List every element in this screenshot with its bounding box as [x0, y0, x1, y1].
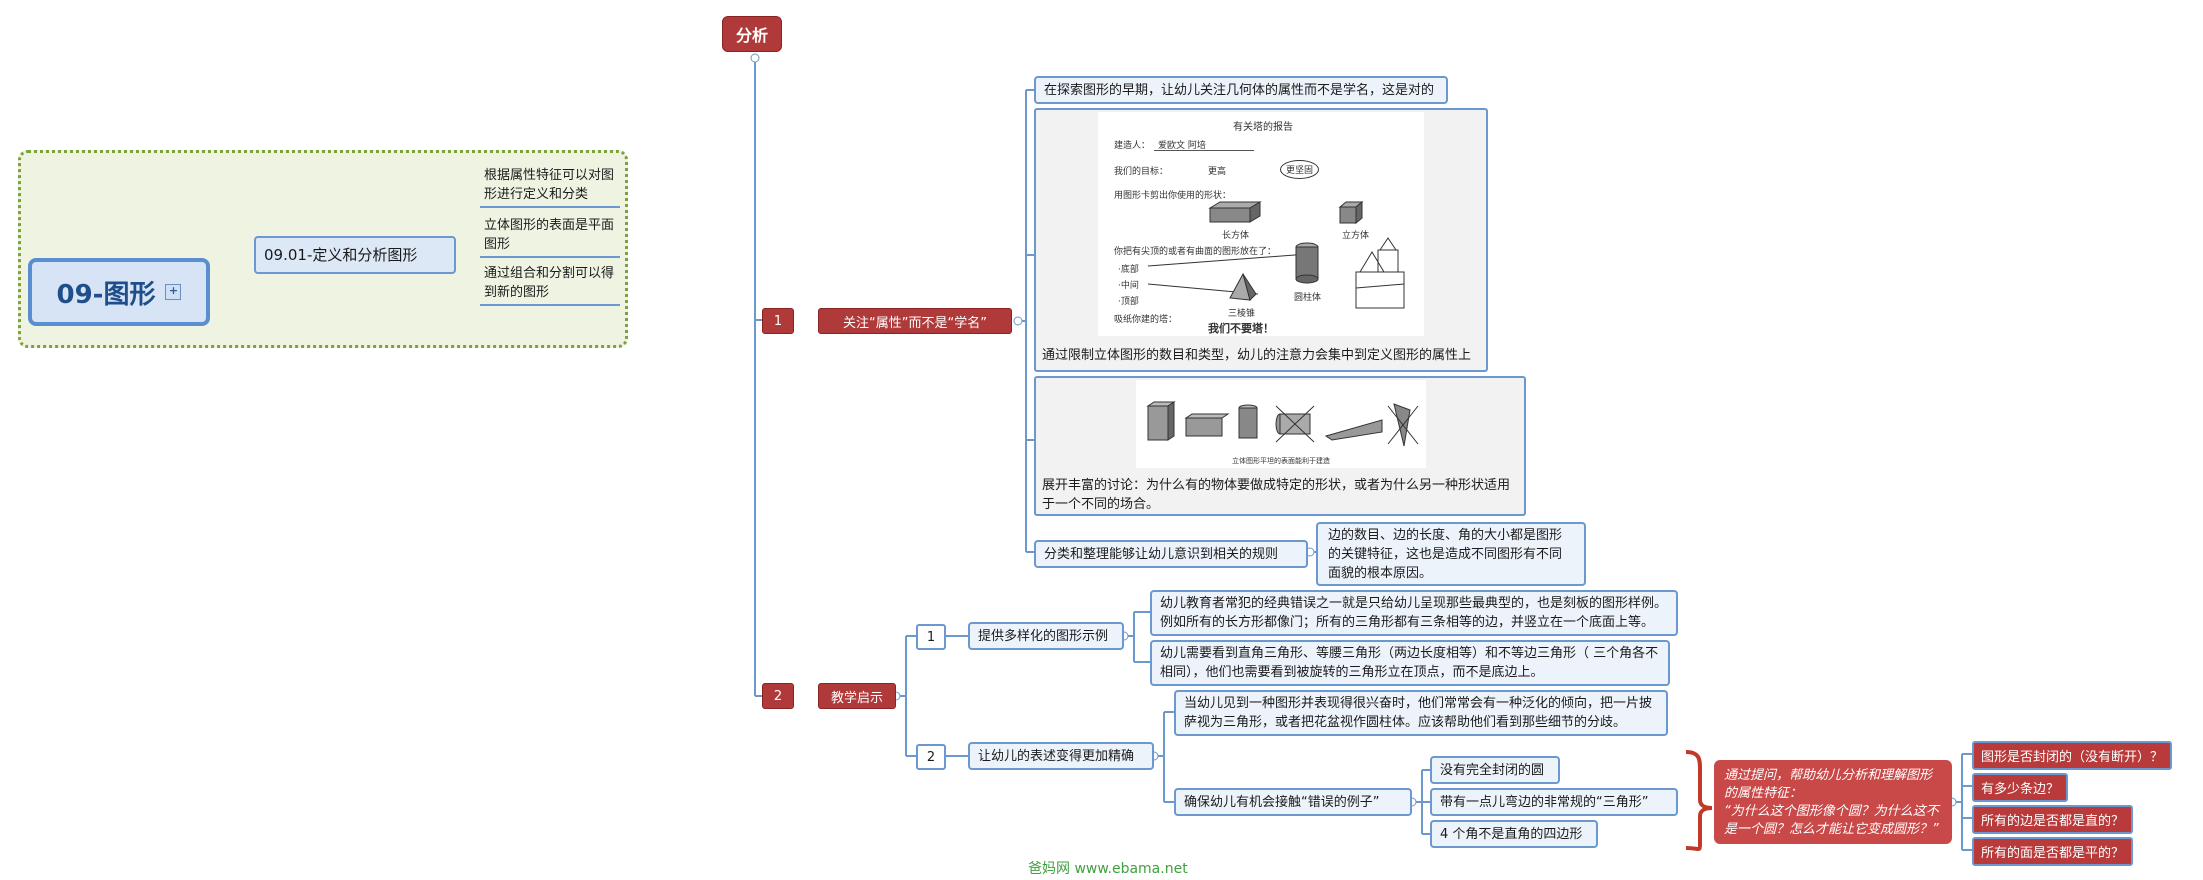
prompt-question-note[interactable]: 通过提问，帮助幼儿分析和理解图形的属性特征： “为什么这个图形像个圆？为什么这不…	[1714, 760, 1952, 844]
image-node-solids[interactable]: 立体图形平坦的表面能利于建造 展开丰富的讨论：为什么有的物体要做成特定的形状，或…	[1034, 376, 1526, 516]
root-title: 09-图形	[56, 279, 156, 310]
opt-middle: ·中间	[1118, 281, 1139, 291]
tower-label: 吸纸你建的塔：	[1114, 315, 1178, 325]
analysis-topic[interactable]: 分析	[722, 16, 782, 52]
section-2-number: 2	[762, 683, 794, 709]
leaf-solid-surface[interactable]: 立体图形的表面是平面图形	[480, 214, 620, 258]
question-edges[interactable]: 有多少条边？	[1972, 773, 2069, 802]
shape3-label: 三棱锥	[1228, 309, 1256, 319]
example-curved-triangle[interactable]: 带有一点儿弯边的非常规的“三角形”	[1430, 788, 1678, 816]
branch-define-shapes[interactable]: 09.01-定义和分析图形	[254, 236, 456, 274]
cube-icon	[1338, 200, 1364, 225]
sign-text: 我们不要塔！	[1208, 322, 1274, 335]
root-topic[interactable]: 09-图形 +	[28, 258, 210, 326]
leaf-combine-split[interactable]: 通过组合和分割可以得到新的图形	[480, 262, 620, 306]
sub2-label[interactable]: 让幼儿的表述变得更加精确	[968, 742, 1154, 770]
image1-caption: 通过限制立体图形的数目和类型，幼儿的注意力会集中到定义图形的属性上	[1042, 348, 1472, 363]
question-closed[interactable]: 图形是否封闭的（没有断开）？	[1972, 741, 2173, 770]
image2-caption: 展开丰富的讨论：为什么有的物体要做成特定的形状，或者为什么另一种形状适用于一个不…	[1042, 478, 1511, 512]
builder-names: 爱欧文 阿培	[1158, 141, 1206, 151]
opt-top: ·顶部	[1118, 297, 1139, 307]
pyramid-icon	[1229, 272, 1257, 301]
worksheet-image: 有关塔的报告 建造人： 爱欧文 阿培 我们的目标： 更高 更坚固 用图形卡剪出你…	[1098, 112, 1424, 336]
sub1-label[interactable]: 提供多样化的图形示例	[968, 622, 1124, 650]
question-flat[interactable]: 所有的面是否都是平的？	[1972, 837, 2134, 866]
sub1-item-typical-error[interactable]: 幼儿教育者常犯的经典错误之一就是只给幼儿呈现那些最典型的，也是刻板的图形样例。例…	[1150, 590, 1678, 636]
example-open-circle[interactable]: 没有完全封闭的圆	[1430, 756, 1560, 784]
solids-row	[1146, 401, 1419, 447]
example-quadrilateral[interactable]: 4 个角不是直角的四边形	[1430, 820, 1598, 848]
watermark: 爸妈网 www.ebama.net	[1028, 861, 1188, 877]
tower-drawing	[1355, 237, 1405, 309]
goal-label: 我们的目标：	[1114, 167, 1169, 177]
placement-label: 你把有尖顶的或者有曲面的图形放在了：	[1114, 247, 1277, 257]
worksheet-title: 有关塔的报告	[1233, 122, 1293, 133]
section-2-label[interactable]: 教学启示	[818, 683, 896, 709]
expand-icon[interactable]: +	[165, 284, 182, 300]
question-straight[interactable]: 所有的边是否都是直的？	[1972, 805, 2134, 834]
section-1-label[interactable]: 关注“属性”而不是“学名”	[818, 308, 1012, 334]
cylinder-icon	[1295, 242, 1319, 284]
cuboid-icon	[1208, 201, 1262, 223]
shape1-label: 长方体	[1222, 231, 1250, 241]
shapes-label: 用图形卡剪出你使用的形状：	[1114, 191, 1232, 201]
goal-a: 更高	[1208, 167, 1227, 177]
leaf-attribute-classify[interactable]: 根据属性特征可以对图形进行定义和分类	[480, 164, 620, 208]
rule-detail[interactable]: 边的数目、边的长度、角的大小都是图形的关键特征，这也是造成不同图形有不同面貌的根…	[1316, 522, 1586, 586]
image-node-worksheet[interactable]: 有关塔的报告 建造人： 爱欧文 阿培 我们的目标： 更高 更坚固 用图形卡剪出你…	[1034, 108, 1488, 372]
sub1-item-triangles[interactable]: 幼儿需要看到直角三角形、等腰三角形（两边长度相等）和不等边三角形（ 三个角各不相…	[1150, 640, 1670, 686]
sub2-number: 2	[916, 744, 946, 770]
sub1-number: 1	[916, 624, 946, 650]
goal-b: 更坚固	[1280, 160, 1320, 179]
opt-bottom: ·底部	[1118, 265, 1139, 275]
solids-image: 立体图形平坦的表面能利于建造	[1136, 380, 1426, 468]
solids-caption: 立体图形平坦的表面能利于建造	[1232, 457, 1330, 465]
red-bracket	[1685, 750, 1713, 851]
shape2-label: 立方体	[1342, 231, 1370, 241]
sub2-item-wrong-examples[interactable]: 确保幼儿有机会接触“错误的例子”	[1174, 788, 1412, 816]
sub2-item-precision[interactable]: 当幼儿见到一种图形并表现得很兴奋时，他们常常会有一种泛化的倾向，把一片披萨视为三…	[1174, 690, 1668, 736]
note-attributes-not-names[interactable]: 在探索图形的早期，让幼儿关注几何体的属性而不是学名，这是对的	[1034, 76, 1448, 104]
rule-note[interactable]: 分类和整理能够让幼儿意识到相关的规则	[1034, 540, 1308, 568]
builder-label: 建造人：	[1114, 141, 1151, 151]
section-1-number: 1	[762, 308, 794, 334]
shape4-label: 圆柱体	[1294, 293, 1322, 303]
